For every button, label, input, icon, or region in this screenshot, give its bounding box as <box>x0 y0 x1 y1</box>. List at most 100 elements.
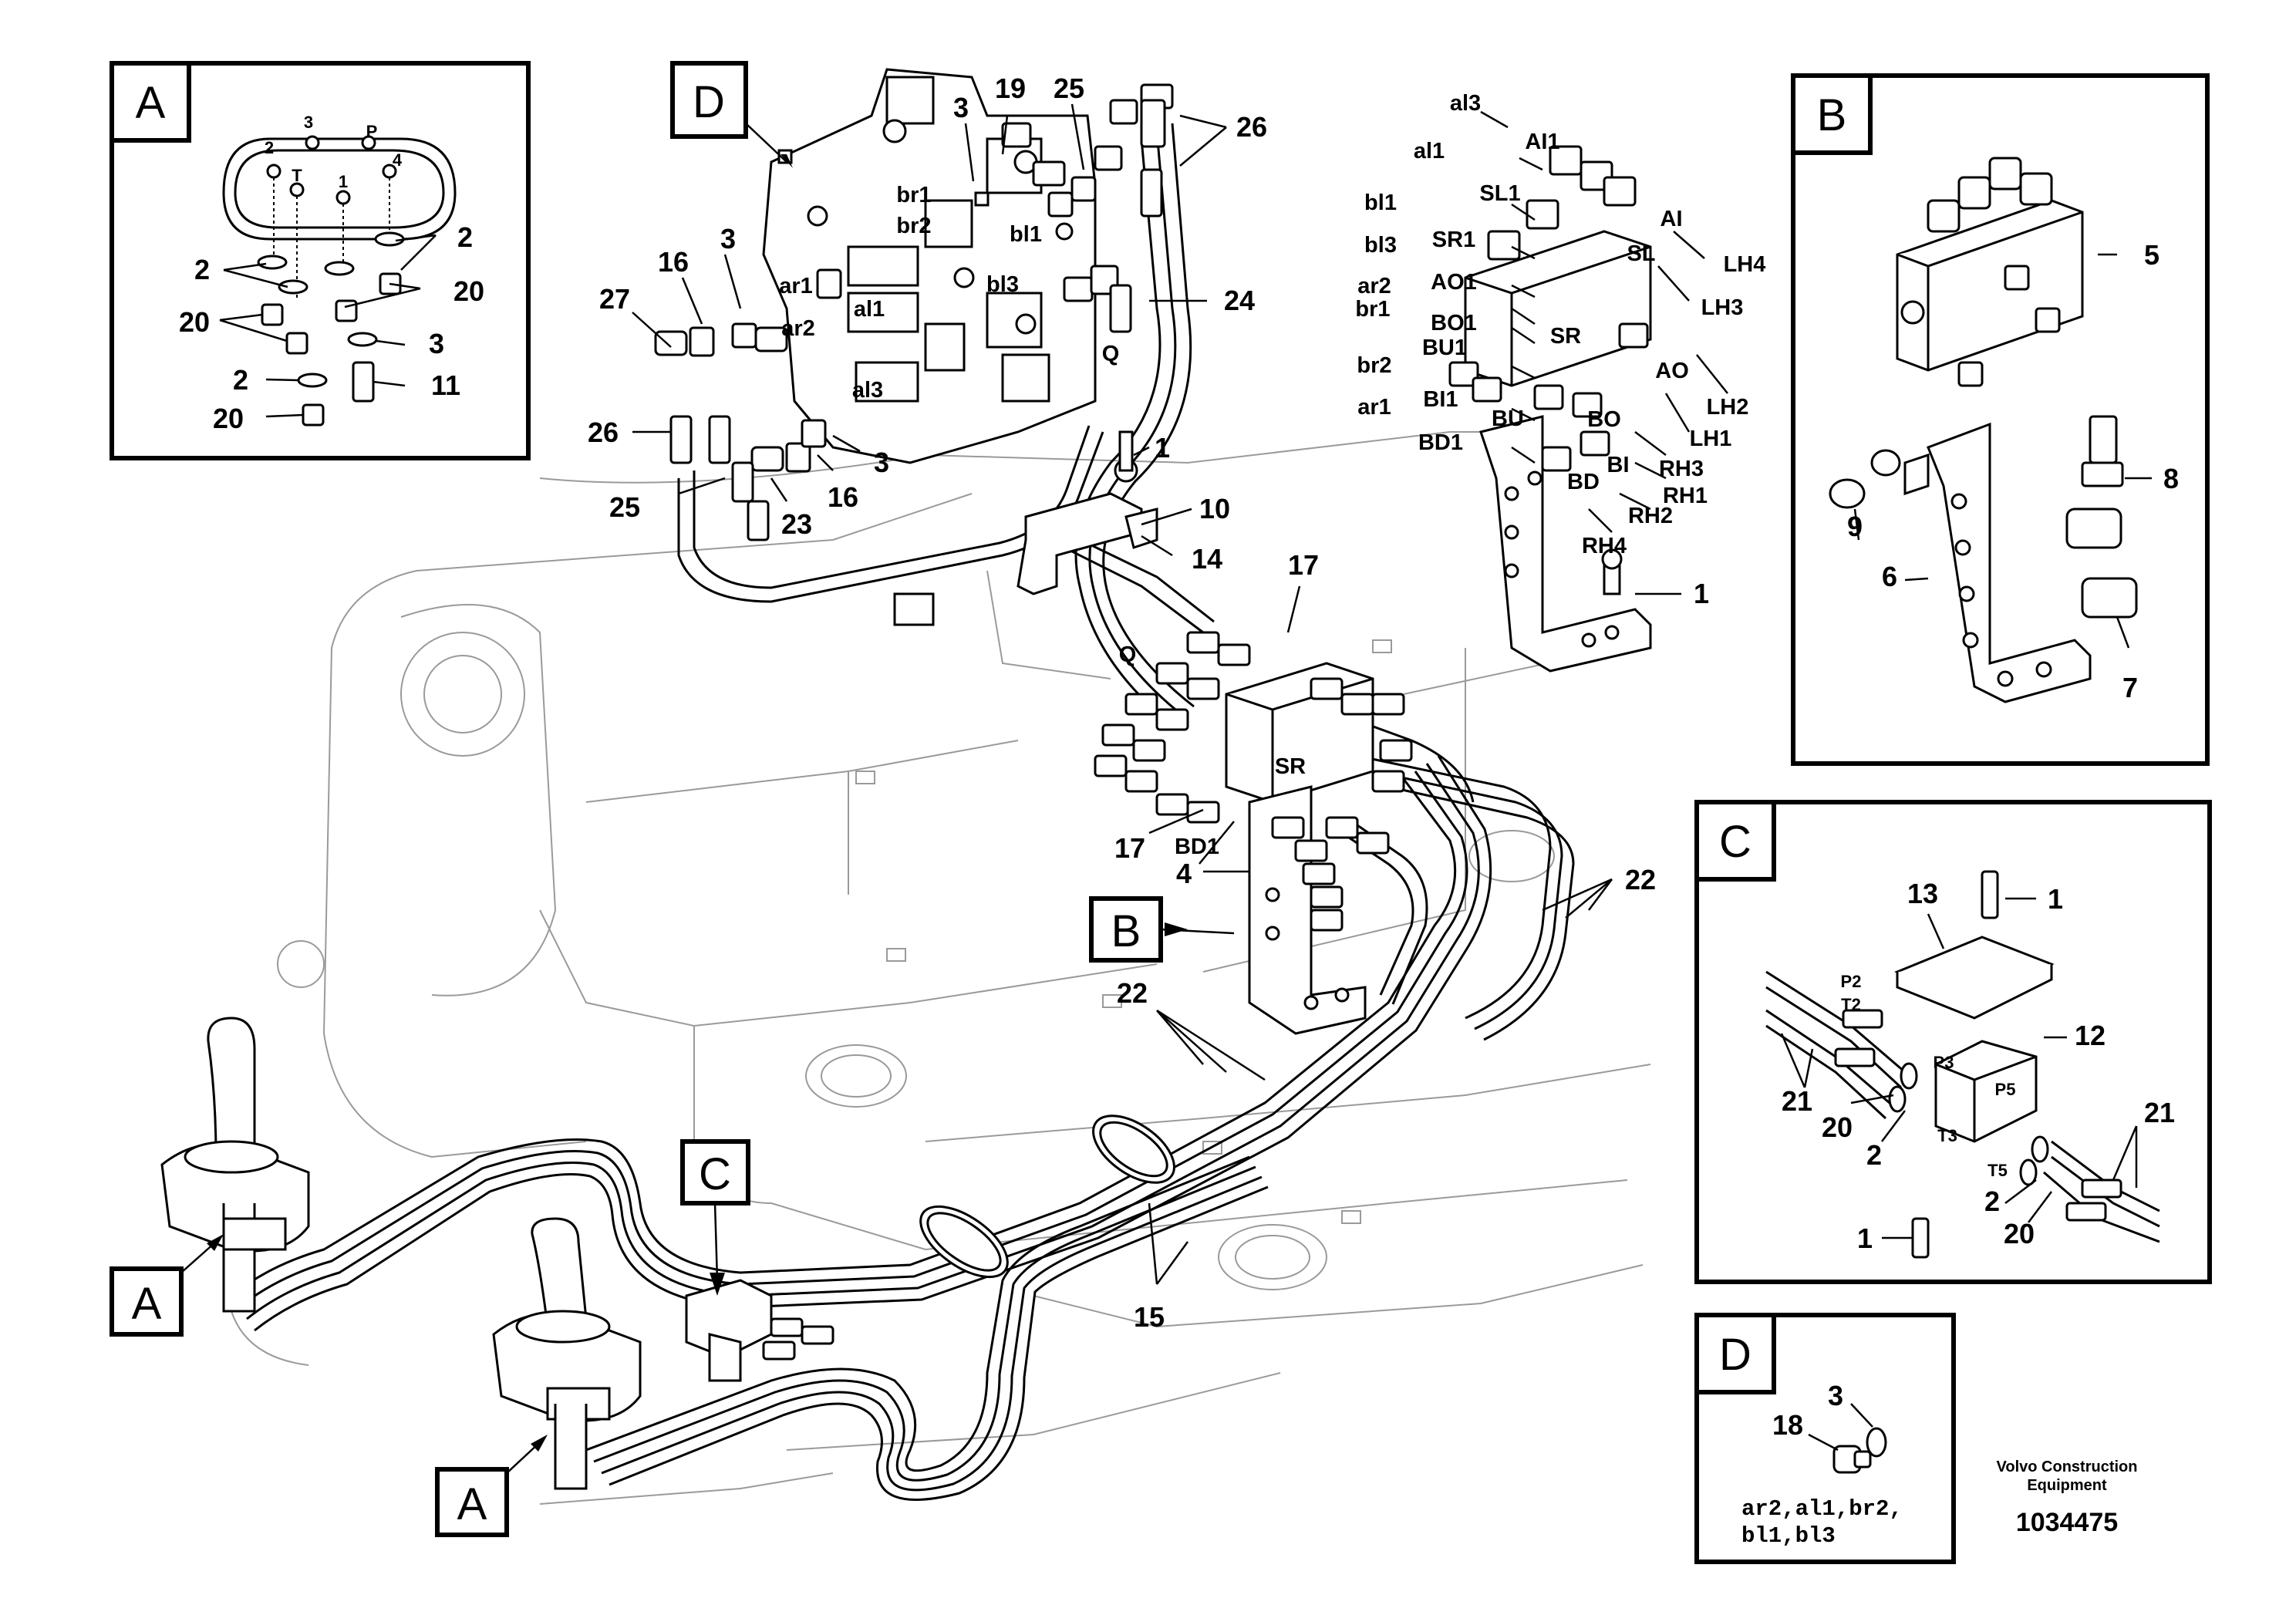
item-number: 11 <box>431 369 460 401</box>
pilot-manifold-block <box>1094 631 1413 1035</box>
signal-label: SR <box>1550 324 1581 349</box>
port-label: P <box>366 122 378 141</box>
signal-label: bl1 <box>1364 191 1397 215</box>
tag-c: C <box>699 1149 731 1199</box>
valve-label: br2 <box>896 214 931 238</box>
signal-label: LH1 <box>1690 427 1732 451</box>
item-number: 17 <box>1114 832 1145 864</box>
item-number: 3 <box>1828 1380 1843 1411</box>
detail-b-tag: B <box>1817 90 1847 140</box>
port-label: 1 <box>339 172 348 191</box>
tag-d: D <box>693 77 725 127</box>
tag-b: B <box>1111 906 1141 956</box>
item-number: 12 <box>2075 1020 2106 1051</box>
item-number: 20 <box>213 403 244 434</box>
main-item-numbers: 3 19 25 26 3 16 27 26 25 23 16 3 24 1 10… <box>588 73 1709 1333</box>
tag-a-left: A <box>132 1279 162 1329</box>
signal-label: BO <box>1587 407 1621 432</box>
detail-d-note-line2: bl1,bl3 <box>1741 1523 1836 1549</box>
item-number: 2 <box>1984 1185 2000 1217</box>
item-number: 2 <box>1866 1139 1882 1171</box>
item-number: 25 <box>1054 73 1084 104</box>
valve-fittings <box>654 83 1174 541</box>
signal-label: SL1 <box>1479 181 1520 206</box>
item-number: 20 <box>2004 1218 2035 1249</box>
item-number: 2 <box>233 364 248 396</box>
port-label: T2 <box>1841 995 1861 1014</box>
port-label: 4 <box>393 150 403 170</box>
valve-label: Q <box>1119 642 1137 667</box>
port-label: P2 <box>1841 972 1862 991</box>
c-manifold-block <box>685 1279 834 1382</box>
signal-manifold-block <box>1448 145 1652 673</box>
signal-label: al1 <box>1414 139 1445 164</box>
valve-label: ar2 <box>781 316 815 341</box>
signal-label: AI1 <box>1525 130 1559 154</box>
valve-label: bl3 <box>986 272 1019 297</box>
signal-label: br1 <box>1355 297 1390 322</box>
signal-label: RH3 <box>1659 457 1704 481</box>
item-number: 21 <box>1782 1085 1812 1117</box>
signal-label: bl3 <box>1364 233 1397 258</box>
signal-label: AO <box>1655 359 1689 383</box>
port-label: 3 <box>304 113 313 132</box>
detail-c-tag: C <box>1719 817 1752 867</box>
signal-label: ar1 <box>1357 395 1391 420</box>
tag-a-right: A <box>457 1479 487 1529</box>
main-view-tags: D B C A A <box>110 61 1235 1537</box>
item-number: 13 <box>1907 878 1938 909</box>
item-number: 3 <box>429 328 444 359</box>
port-label: P5 <box>1995 1080 2016 1099</box>
main-control-valve <box>762 68 1097 464</box>
machine-frame-outline <box>231 431 1651 1505</box>
item-number: 10 <box>1199 493 1230 524</box>
signal-label: BU1 <box>1422 336 1467 360</box>
port-label: P3 <box>1934 1053 1954 1072</box>
item-number: 20 <box>453 275 484 307</box>
item-number: 2 <box>194 254 210 285</box>
item-number: 20 <box>1822 1111 1853 1143</box>
valve-label: BD1 <box>1175 835 1219 859</box>
signal-label: al3 <box>1450 91 1481 116</box>
item-number: 22 <box>1625 864 1656 895</box>
valve-label: br1 <box>896 183 931 207</box>
detail-c-panel: C P2 T2 P3 P5 T3 T5 <box>1694 800 2212 1284</box>
valve-label: bl1 <box>1010 222 1042 247</box>
signal-label: RH2 <box>1628 504 1673 528</box>
item-number: 24 <box>1224 285 1255 316</box>
signal-label: ar2 <box>1357 274 1391 298</box>
item-number: 1 <box>1694 578 1709 609</box>
signal-label: br2 <box>1357 353 1391 378</box>
signal-label: BD1 <box>1418 430 1463 455</box>
item-number: 1 <box>1155 432 1170 464</box>
item-number: 20 <box>179 306 210 338</box>
detail-d-note-line1: ar2,al1,br2, <box>1741 1496 1903 1522</box>
hose-harness <box>231 123 1575 1501</box>
detail-b-panel: B 5 8 9 6 7 <box>1791 73 2210 766</box>
footer: Volvo Construction Equipment 1034475 <box>1997 1458 2138 1537</box>
signal-label: BI <box>1607 453 1630 477</box>
left-pilot-joystick <box>160 1017 310 1313</box>
signal-label: RH4 <box>1582 534 1627 558</box>
signal-label: AI <box>1660 207 1683 231</box>
item-number: 26 <box>1236 111 1267 143</box>
valve-label: ar1 <box>779 274 813 298</box>
item-number: 6 <box>1882 561 1897 592</box>
signal-label: BU <box>1492 406 1524 431</box>
signal-label: SL <box>1627 241 1655 266</box>
signal-label: LH3 <box>1701 295 1744 320</box>
valve-label: SR <box>1275 754 1306 779</box>
right-pilot-joystick <box>492 1217 642 1490</box>
item-number: 4 <box>1176 858 1192 889</box>
valve-port-labels: br1 br2 bl1 bl3 ar1 ar2 al1 al3 Q Q SR B… <box>779 183 1306 859</box>
valve-label: al1 <box>854 297 885 322</box>
valve-label: Q <box>1102 342 1120 366</box>
hose-bracket <box>893 430 1158 626</box>
detail-d-panel: D 18 3 ar2,al1,br2, bl1,bl3 <box>1694 1313 1956 1564</box>
signal-label: BO1 <box>1431 311 1477 336</box>
signal-label: LH2 <box>1707 395 1749 420</box>
item-number: 8 <box>2163 463 2179 494</box>
port-label: T5 <box>1988 1161 2008 1180</box>
item-number: 22 <box>1117 977 1148 1009</box>
item-number: 9 <box>1847 511 1863 542</box>
